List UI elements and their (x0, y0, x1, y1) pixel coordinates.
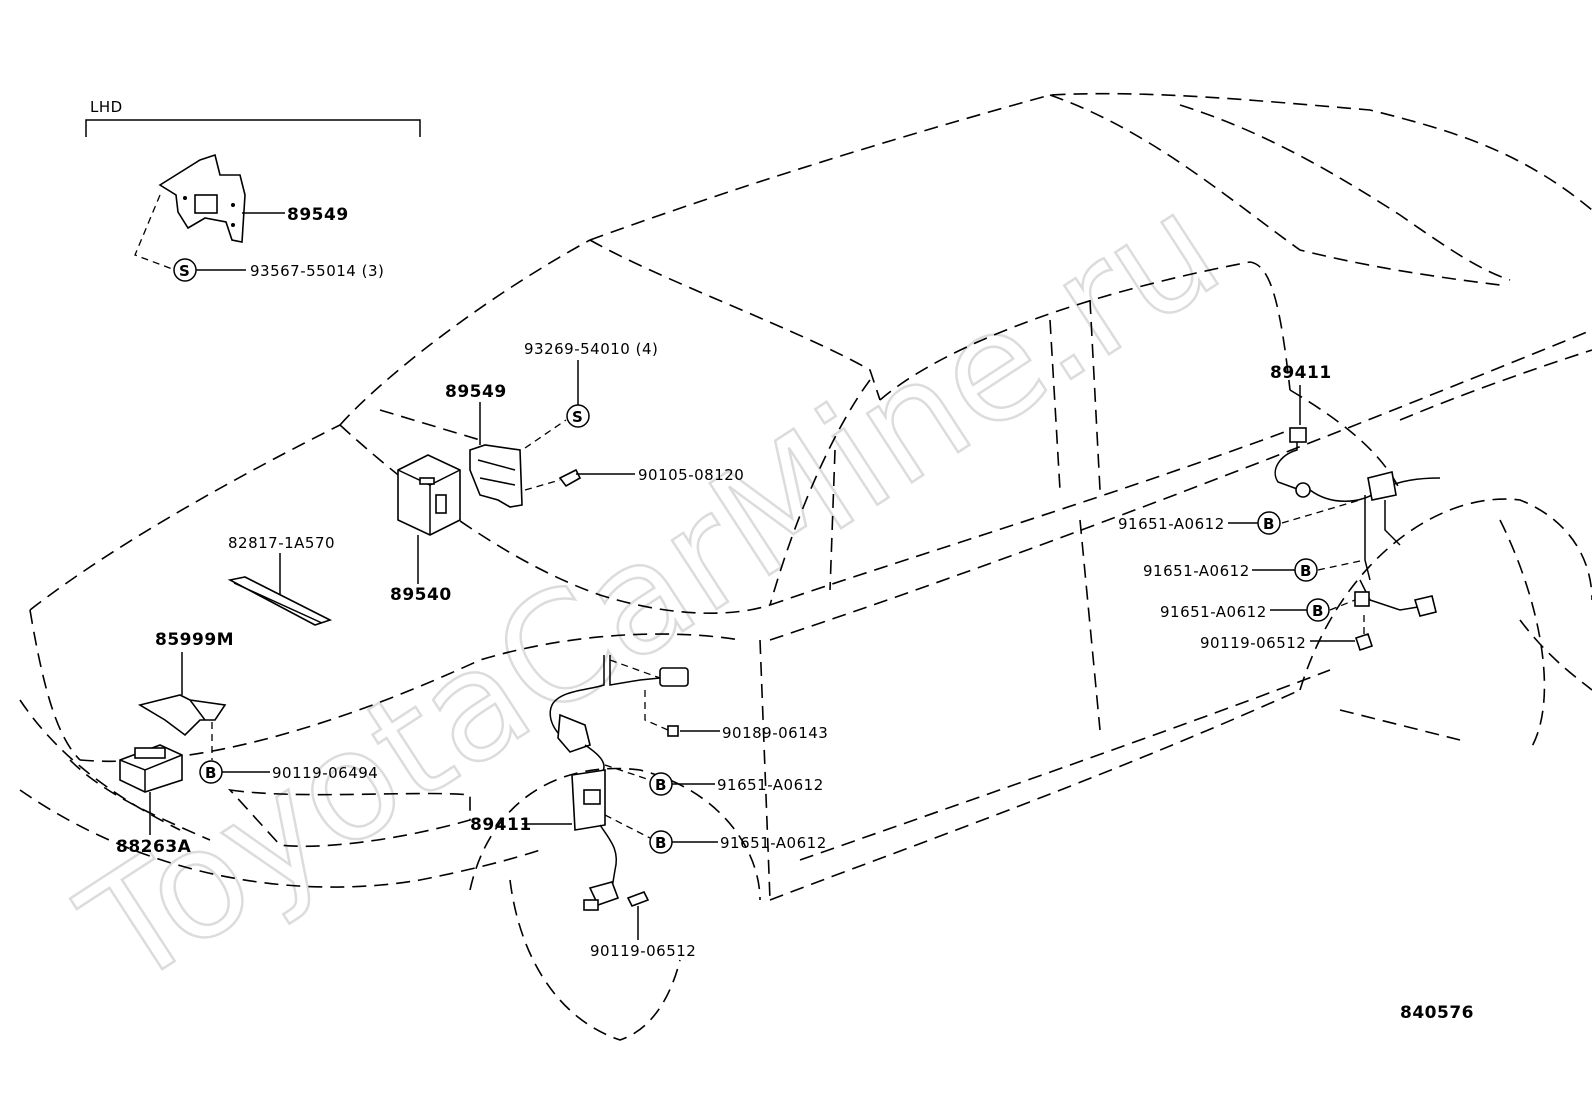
svg-text:B: B (1300, 562, 1311, 580)
symbol-b-rear-1: B (1257, 511, 1281, 535)
label-89540: 89540 (390, 585, 452, 605)
bracket-89549-lhd (158, 153, 246, 243)
svg-text:S: S (179, 262, 190, 280)
label-91651-rear-3: 91651-A0612 (1160, 603, 1267, 621)
bolt-90105 (558, 468, 600, 488)
svg-text:B: B (655, 834, 666, 852)
svg-text:B: B (205, 764, 216, 782)
symbol-b-rear-3: B (1306, 598, 1330, 622)
symbol-b-front-2: B (649, 830, 673, 854)
label-90119-front: 90119-06512 (590, 942, 696, 960)
strip-82817 (227, 576, 333, 626)
svg-text:S: S (572, 408, 583, 426)
label-89549: 89549 (445, 382, 507, 402)
label-91651-rear-2: 91651-A0612 (1143, 562, 1250, 580)
rear-speed-sensor-89411 (1274, 427, 1441, 617)
label-93269-54010: 93269-54010 (4) (524, 340, 658, 358)
svg-text:B: B (655, 776, 666, 794)
label-89411-rear: 89411 (1270, 363, 1332, 383)
computer-89540 (397, 454, 461, 536)
label-89549-lhd: 89549 (287, 205, 349, 225)
bolt-90189 (667, 725, 679, 737)
lhd-label: LHD (90, 98, 123, 116)
label-93567-55014: 93567-55014 (3) (250, 262, 384, 280)
label-90189-06143: 90189-06143 (722, 724, 828, 742)
bracket-89549 (469, 444, 523, 508)
symbol-b-front-1: B (649, 772, 673, 796)
car-body-outline (19, 92, 1592, 1041)
label-88263A: 88263A (116, 837, 192, 857)
label-90119-rear: 90119-06512 (1200, 634, 1306, 652)
label-91651-front-1: 91651-A0612 (717, 776, 824, 794)
watermark: ToyotaCarMine.ru (54, 161, 1249, 1021)
label-90105-08120: 90105-08120 (638, 466, 744, 484)
drawing-number: 840576 (1400, 1003, 1474, 1023)
label-89411-front: 89411 (470, 815, 532, 835)
label-85999M: 85999M (155, 630, 234, 650)
symbol-s-center: S (566, 404, 590, 428)
sensor-88263A (119, 744, 183, 793)
label-91651-front-2: 91651-A0612 (720, 834, 827, 852)
label-90119-06494: 90119-06494 (272, 764, 378, 782)
svg-text:B: B (1312, 602, 1323, 620)
front-speed-sensor-89411 (549, 655, 689, 911)
svg-text:B: B (1263, 515, 1274, 533)
bolt-90119-rear (1354, 632, 1374, 652)
label-82817-1A570: 82817-1A570 (228, 534, 335, 552)
label-91651-rear-1: 91651-A0612 (1118, 515, 1225, 533)
symbol-b-rear-2: B (1294, 558, 1318, 582)
bolt-90119-front (626, 890, 650, 908)
bracket-85999M (137, 694, 227, 737)
symbol-b-90119-06494: B (199, 760, 223, 784)
symbol-s-lhd: S (173, 258, 197, 282)
